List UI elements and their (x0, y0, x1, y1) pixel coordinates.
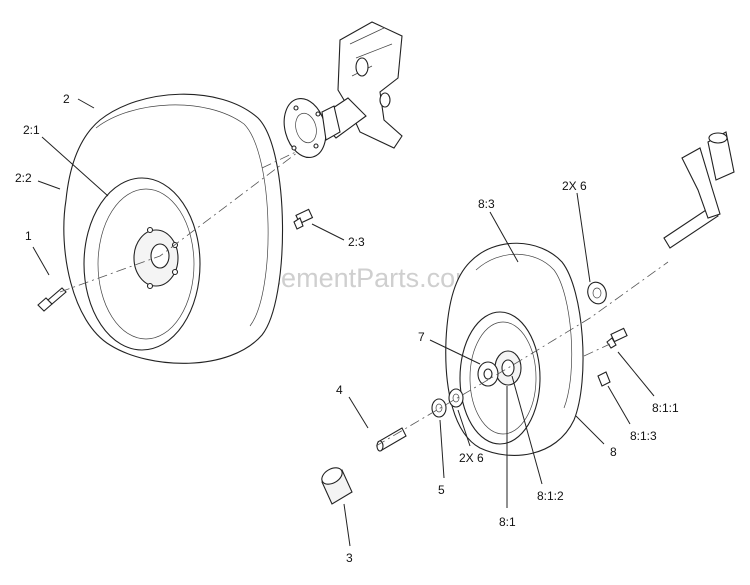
bearing-7-bore (483, 368, 493, 380)
valve-stem-part-2-3 (293, 208, 314, 230)
spindle-arm (663, 131, 735, 249)
leader-7 (429, 339, 481, 365)
frame-hole (355, 57, 369, 77)
callout-8-3: 8:3 (478, 197, 495, 211)
callout-7: 7 (418, 330, 425, 344)
callout-3: 3 (346, 551, 353, 565)
leader-2x6-top (576, 192, 591, 283)
right-axle-centerline (375, 261, 669, 447)
valve-cap-part-8-1-3 (597, 371, 611, 387)
leader-2-3 (311, 223, 345, 241)
spacer-5 (431, 398, 447, 418)
right-tire-tread-edge (475, 253, 573, 409)
callout-2: 2 (63, 92, 70, 106)
leader-2x6-bottom (457, 409, 471, 447)
leader-8-1-3 (607, 385, 631, 425)
callout-2-2: 2:2 (15, 171, 32, 185)
cap-top (321, 467, 343, 485)
callout-8-1-3: 8:1:3 (630, 429, 657, 443)
left-tire-tread-edge (95, 104, 269, 327)
callout-2-1: 2:1 (23, 123, 40, 137)
right-tire-assembly (445, 242, 584, 456)
washer-2x6-upper (587, 281, 607, 305)
stud (313, 143, 319, 149)
washer (448, 388, 464, 408)
stud (291, 145, 297, 151)
callout-2-3: 2:3 (348, 235, 365, 249)
leader-8 (575, 415, 605, 445)
leader-3 (343, 503, 351, 547)
washer-hole (592, 287, 602, 299)
stud (315, 111, 321, 117)
lug-hole (171, 268, 179, 276)
callout-5: 5 (438, 483, 445, 497)
callouts: 2 2:1 2:2 1 2:3 8:3 2X 6 7 4 2X 6 5 3 8:… (15, 92, 679, 565)
spindle-shaft (663, 205, 719, 249)
leader-5 (439, 419, 445, 479)
stud (293, 105, 299, 111)
left-tire-assembly (63, 93, 284, 364)
cap-part-3 (321, 467, 353, 505)
axle-end (376, 440, 384, 452)
leader-4 (348, 396, 369, 429)
spacer-hole (435, 403, 443, 413)
left-axle-centerline-2 (261, 149, 301, 169)
leader-8-3 (489, 211, 519, 263)
spindle-arm-bend (681, 147, 721, 219)
callout-2x6-bottom: 2X 6 (459, 451, 484, 465)
left-axle-centerline (59, 127, 331, 293)
valve-stem-body (610, 327, 628, 343)
valve-stem-tip (606, 337, 617, 349)
callout-8: 8 (610, 445, 617, 459)
bolt-shank (47, 287, 67, 305)
spindle-pivot-top (708, 132, 728, 144)
leader-2-2 (37, 180, 61, 190)
valve-centerline (583, 343, 611, 357)
leader-lines (32, 98, 655, 547)
washer (587, 281, 607, 305)
frame-hole (379, 92, 391, 108)
callout-1: 1 (25, 229, 32, 243)
axle-part-4 (376, 427, 407, 452)
lug-hole (146, 282, 154, 290)
callout-8-1-1: 8:1:1 (652, 401, 679, 415)
hub-flange (283, 98, 341, 158)
right-hub-bore (501, 359, 515, 377)
leader-8-1-1 (617, 351, 655, 397)
spacer (431, 398, 447, 418)
valve-stem-tip (293, 217, 304, 230)
bearing-ring (321, 105, 341, 141)
leader-1 (32, 246, 50, 276)
leader-8-1-2 (511, 375, 543, 485)
left-rim-inner (97, 188, 195, 340)
bolt-part-1 (37, 287, 67, 312)
callout-8-1: 8:1 (499, 515, 516, 529)
valve-stem-part-8-1-1 (606, 327, 628, 349)
valve-cap-body (597, 371, 611, 387)
callout-4: 4 (336, 383, 343, 397)
leader-2 (77, 98, 95, 109)
leader-2-1 (41, 136, 109, 197)
washer-hole (452, 393, 460, 403)
hub-flange-center (295, 112, 317, 144)
callout-2x6-top: 2X 6 (562, 179, 587, 193)
right-rim-inner (469, 321, 537, 435)
callout-8-1-2: 8:1:2 (537, 489, 564, 503)
lug-hole (146, 226, 154, 234)
washers-2x6-lower (448, 388, 464, 408)
